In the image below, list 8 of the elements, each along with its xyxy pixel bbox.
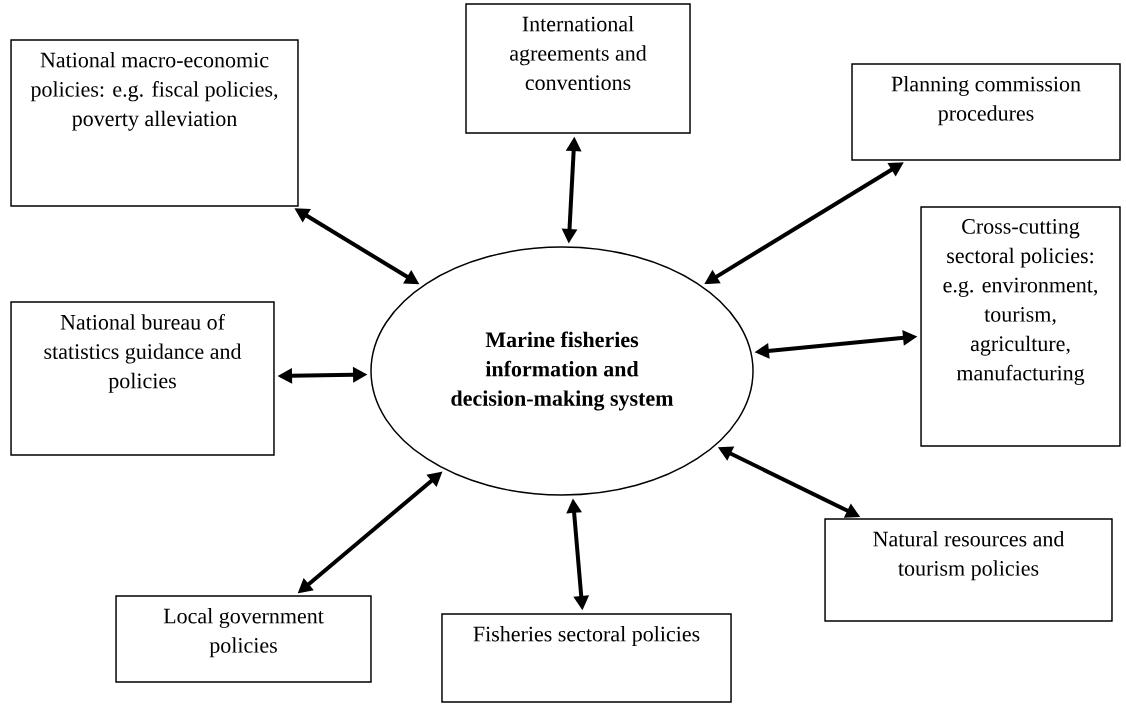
policy-box: National macro-economic policies: e.g. fiscal policies, poverty alleviation [10,39,299,207]
policy-box: Natural resources and tourism policies [824,518,1113,622]
policy-box: Local government policies [115,595,372,683]
policy-box: Fisheries sectoral policies [441,613,732,703]
policy-box: National bureau of statistics guidance and policies [10,301,275,456]
policy-box: International agreements and conventions [465,3,691,134]
policy-box: Cross-cutting sectoral policies: e.g. environment, tourism, agriculture, manufacturing [920,206,1121,447]
policy-box: Planning commission procedures [851,63,1121,161]
